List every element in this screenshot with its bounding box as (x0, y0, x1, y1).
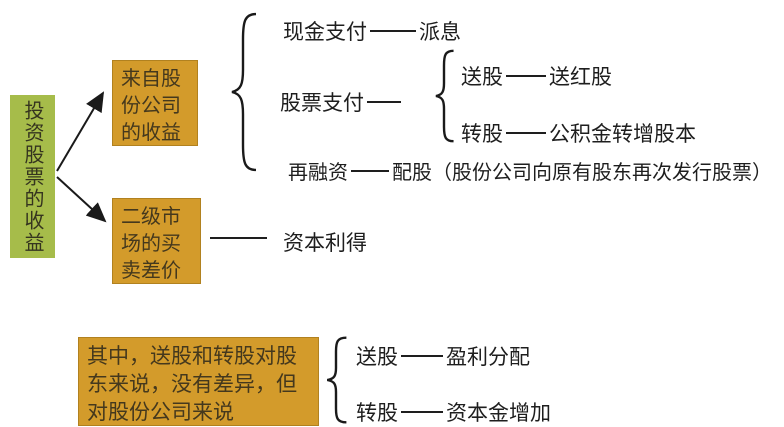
row-cash-payment: 现金支付 派息 (283, 16, 461, 46)
branch-box-company-returns-label: 来自股份公司的收益 (121, 68, 181, 144)
row-share-conversion: 转股 公积金转增股本 (461, 118, 696, 148)
dividend-label: 派息 (419, 20, 461, 44)
connector-dash (401, 355, 443, 357)
note-share-conversion-label: 转股 (356, 401, 398, 425)
root-box-label: 投资股票的收益 (21, 99, 43, 254)
refinancing-label: 再融资 (288, 162, 348, 184)
connector-dash (351, 169, 389, 172)
bonus-shares-result-label: 送红股 (549, 65, 612, 89)
connector-line-capital-gains (210, 237, 267, 239)
row-stock-payment: 股票支付 (280, 87, 404, 117)
stock-payment-label: 股票支付 (280, 91, 364, 115)
branch-box-company-returns: 来自股份公司的收益 (112, 60, 198, 146)
capital-gains-label: 资本利得 (283, 231, 367, 255)
brace-company-returns (228, 11, 258, 173)
note-bonus-shares-label: 送股 (356, 345, 398, 369)
rights-issue-label: 配股（股份公司向原有股东再次发行股票） (392, 162, 772, 184)
brace-note (324, 336, 348, 424)
brace-stock-payment (433, 49, 455, 143)
branch-box-secondary-market: 二级市场的买卖差价 (112, 198, 201, 284)
connector-dash (506, 75, 546, 77)
connector-dash (370, 30, 416, 32)
row-note-share-conversion: 转股 资本金增加 (356, 397, 551, 427)
profit-distribution-label: 盈利分配 (446, 345, 530, 369)
row-capital-gains: 资本利得 (283, 227, 367, 257)
row-note-bonus-shares: 送股 盈利分配 (356, 341, 530, 371)
arrow-to-secondary-market (56, 176, 107, 223)
connector-dash (401, 411, 443, 413)
branch-box-secondary-market-label: 二级市场的买卖差价 (121, 206, 181, 282)
share-conversion-result-label: 公积金转增股本 (549, 122, 696, 146)
bonus-shares-label: 送股 (461, 65, 503, 89)
connector-dash (506, 132, 546, 134)
connector-dash (367, 101, 401, 103)
note-box-label: 其中，送股和转股对股东来说，没有差异，但对股份公司来说 (87, 344, 297, 424)
row-bonus-shares: 送股 送红股 (461, 61, 612, 91)
row-refinancing: 再融资 配股（股份公司向原有股东再次发行股票） (288, 156, 772, 185)
share-conversion-label: 转股 (461, 122, 503, 146)
capital-increase-label: 资本金增加 (446, 401, 551, 425)
root-box: 投资股票的收益 (10, 95, 55, 258)
arrow-to-company-returns (56, 91, 105, 172)
cash-payment-label: 现金支付 (283, 20, 367, 44)
note-box: 其中，送股和转股对股东来说，没有差异，但对股份公司来说 (78, 337, 319, 426)
